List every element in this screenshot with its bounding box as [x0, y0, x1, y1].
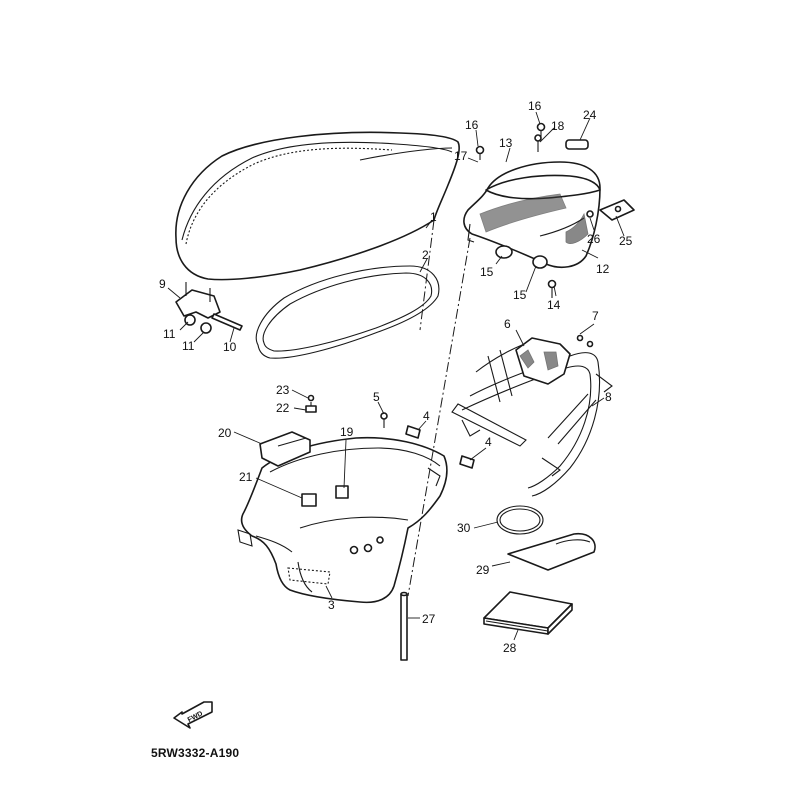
callout-27: 27: [422, 612, 436, 626]
seat: [175, 131, 460, 281]
box-small-parts: [259, 394, 475, 507]
callout-13: 13: [499, 136, 513, 150]
callout-28: 28: [503, 641, 517, 655]
leader-lines: [167, 111, 625, 641]
callout-17: 17: [454, 149, 468, 163]
callout-numbers: 1 2 3 4 4 5 6 7 8 9 10 11 11 12 13 14 15…: [159, 99, 633, 655]
callout-24: 24: [583, 108, 597, 122]
callout-15b: 15: [513, 288, 527, 302]
callout-16: 16: [465, 118, 479, 132]
callout-26: 26: [587, 232, 601, 246]
document-case: [507, 532, 596, 571]
callout-21: 21: [239, 470, 253, 484]
callout-4b: 4: [485, 435, 492, 449]
hinge-bracket: [175, 282, 243, 334]
callout-18: 18: [551, 119, 565, 133]
callout-11: 11: [163, 327, 176, 341]
callout-6: 6: [504, 317, 511, 331]
fwd-arrow-icon: FWD: [173, 701, 213, 729]
storage-box: [237, 436, 448, 604]
callout-2: 2: [422, 248, 429, 262]
callout-20: 20: [218, 426, 232, 440]
callout-25: 25: [619, 234, 633, 248]
callout-14: 14: [547, 298, 561, 312]
callout-19: 19: [340, 425, 354, 439]
assembly-lines: [407, 219, 471, 597]
callout-30: 30: [457, 521, 471, 535]
callout-3: 3: [328, 598, 335, 612]
callout-9: 9: [159, 277, 166, 291]
callout-15: 15: [480, 265, 494, 279]
callout-4: 4: [423, 409, 430, 423]
callout-10: 10: [223, 340, 237, 354]
callout-12: 12: [596, 262, 610, 276]
callout-11b: 11: [182, 339, 195, 353]
callout-23: 23: [276, 383, 290, 397]
rear-carrier: [463, 161, 601, 269]
callout-16b: 16: [528, 99, 542, 113]
seat-lock-bracket: [515, 334, 594, 385]
callout-29: 29: [476, 563, 490, 577]
owners-manual: [483, 591, 573, 635]
seat-seal: [255, 265, 440, 359]
diagram-code: 5RW3332-A190: [151, 746, 240, 760]
o-ring: [496, 505, 544, 535]
tail-small-parts: [475, 122, 635, 298]
callout-7: 7: [592, 309, 599, 323]
callout-1: 1: [430, 210, 437, 224]
drain-tube: [400, 591, 408, 661]
callout-8: 8: [605, 390, 612, 404]
callout-5: 5: [373, 390, 380, 404]
callout-22: 22: [276, 401, 290, 415]
